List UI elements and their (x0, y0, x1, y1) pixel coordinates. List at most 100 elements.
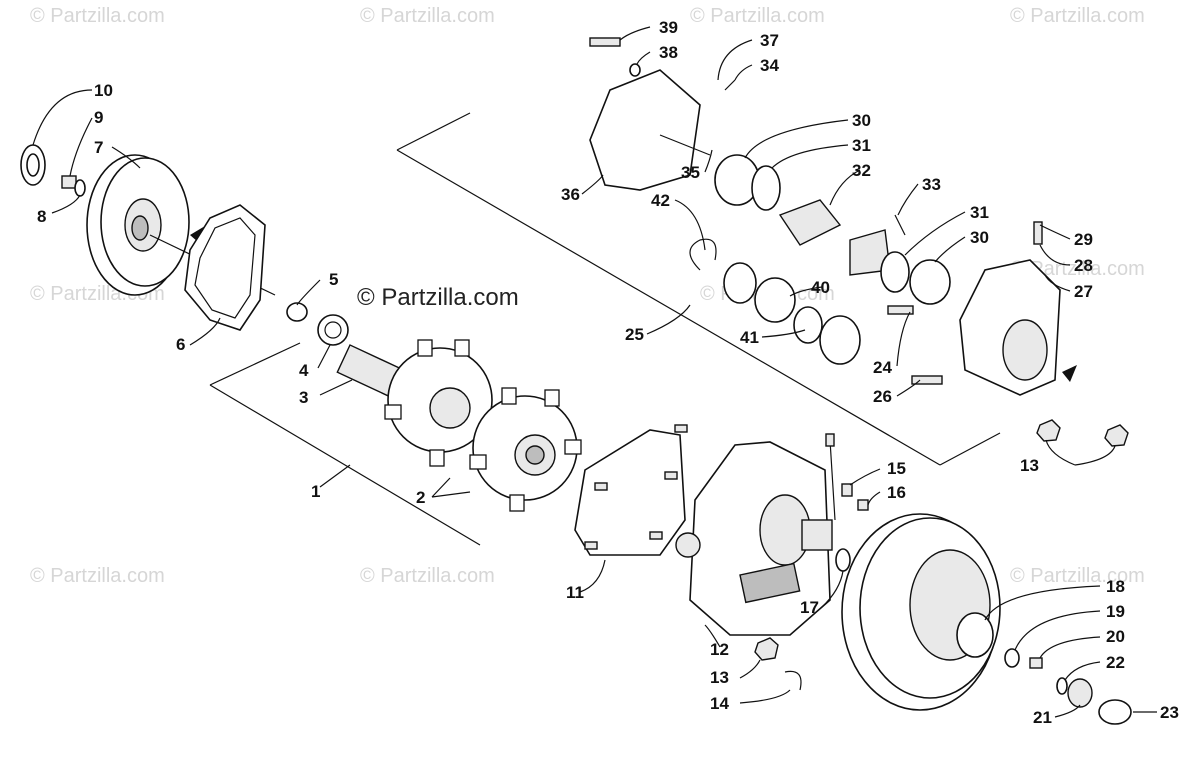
leader-line (317, 344, 331, 369)
callout-13: 13 (710, 668, 729, 687)
brake-pad (778, 199, 842, 246)
callout-8: 8 (37, 207, 46, 226)
sensor-part (841, 483, 853, 497)
stud (664, 471, 678, 480)
arrow-icon (1062, 365, 1077, 382)
bearing-part (723, 262, 757, 304)
callout-10: 10 (94, 81, 113, 100)
tooth (469, 454, 487, 470)
leader-line (704, 624, 721, 648)
callout-26: 26 (873, 387, 892, 406)
sensor-wire (829, 439, 836, 521)
leader-line (896, 379, 921, 397)
callout-27: 27 (1074, 282, 1093, 301)
leader-line (296, 279, 321, 306)
leader-line (1039, 636, 1101, 659)
leader-line (646, 304, 691, 335)
leader-line (319, 464, 351, 488)
callout-9: 9 (94, 108, 103, 127)
leader-line (1045, 439, 1116, 466)
bleeder-screw (1033, 221, 1043, 245)
callout-22: 22 (1106, 653, 1125, 672)
watermark: © Partzilla.com (360, 5, 495, 27)
bearing-inner (324, 321, 342, 339)
stud (649, 531, 663, 540)
callout-24: 24 (873, 358, 892, 377)
drive-pulley (86, 154, 276, 296)
clip-part (784, 670, 802, 691)
leader-line (69, 117, 93, 177)
tooth (417, 339, 433, 357)
sensor-connector (825, 433, 835, 447)
gasket-plate-inner (194, 217, 256, 319)
callout-12: 12 (710, 640, 729, 659)
nut-part (1104, 424, 1129, 447)
leader-line (579, 559, 606, 593)
leader-line (619, 26, 651, 41)
brake-disc-center (956, 612, 994, 658)
bearing-part (819, 315, 861, 365)
callout-29: 29 (1074, 230, 1093, 249)
housing-bore (1002, 319, 1048, 381)
watermark: © Partzilla.com (30, 565, 165, 587)
spring-pin-part (724, 79, 736, 91)
nut-part (754, 637, 779, 661)
sprocket-bore (525, 445, 545, 465)
leader-line (1044, 274, 1071, 292)
caliper-body (589, 69, 701, 191)
group-bracket-line (396, 149, 941, 466)
watermark: © Partzilla.com (690, 5, 825, 27)
gear-case (675, 441, 833, 636)
group-bracket-line (396, 112, 471, 151)
leader-line (674, 199, 706, 251)
callout-2: 2 (416, 488, 425, 507)
callout-6: 6 (176, 335, 185, 354)
washer-part (74, 179, 86, 197)
seal-ring (751, 165, 781, 211)
leader-line (32, 89, 93, 146)
leader-line (636, 51, 651, 65)
gasket-outline (574, 429, 686, 556)
leader-line (896, 311, 911, 367)
callout-20: 20 (1106, 627, 1125, 646)
leader-line (739, 689, 791, 704)
callout-15: 15 (887, 459, 906, 478)
washer-part (1004, 648, 1020, 668)
callout-3: 3 (299, 388, 308, 407)
callout-36: 36 (561, 185, 580, 204)
callout-19: 19 (1106, 602, 1125, 621)
callout-4: 4 (299, 361, 309, 380)
watermark: © Partzilla.com (1010, 5, 1145, 27)
callout-25: 25 (625, 325, 644, 344)
leader-line (581, 174, 604, 195)
circlip-part (835, 548, 851, 572)
seal-ring (880, 251, 910, 293)
callout-34: 34 (760, 56, 779, 75)
leader-line (829, 169, 861, 206)
snap-ring (689, 238, 717, 271)
leader-line (319, 379, 353, 396)
leader-line (1039, 244, 1071, 266)
ring-part (1056, 677, 1068, 695)
tooth (544, 389, 560, 407)
tooth (429, 449, 445, 467)
pad-spring (894, 214, 906, 236)
bolt-part (589, 37, 621, 47)
callout-31: 31 (970, 203, 989, 222)
stud (584, 541, 598, 550)
callout-7: 7 (94, 138, 103, 157)
leader-line (761, 329, 806, 338)
leader-line (984, 585, 1101, 621)
arrow-icon (190, 226, 205, 242)
spring-part (1067, 678, 1093, 708)
bolt-part (1029, 657, 1043, 669)
callout-42: 42 (651, 191, 670, 210)
tooth (509, 494, 525, 512)
watermark: © Partzilla.com (1010, 565, 1145, 587)
washer-part (629, 63, 641, 77)
callout-39: 39 (659, 18, 678, 37)
stud (594, 482, 608, 491)
leader-lines (32, 26, 1157, 718)
bolt-part (857, 499, 869, 511)
